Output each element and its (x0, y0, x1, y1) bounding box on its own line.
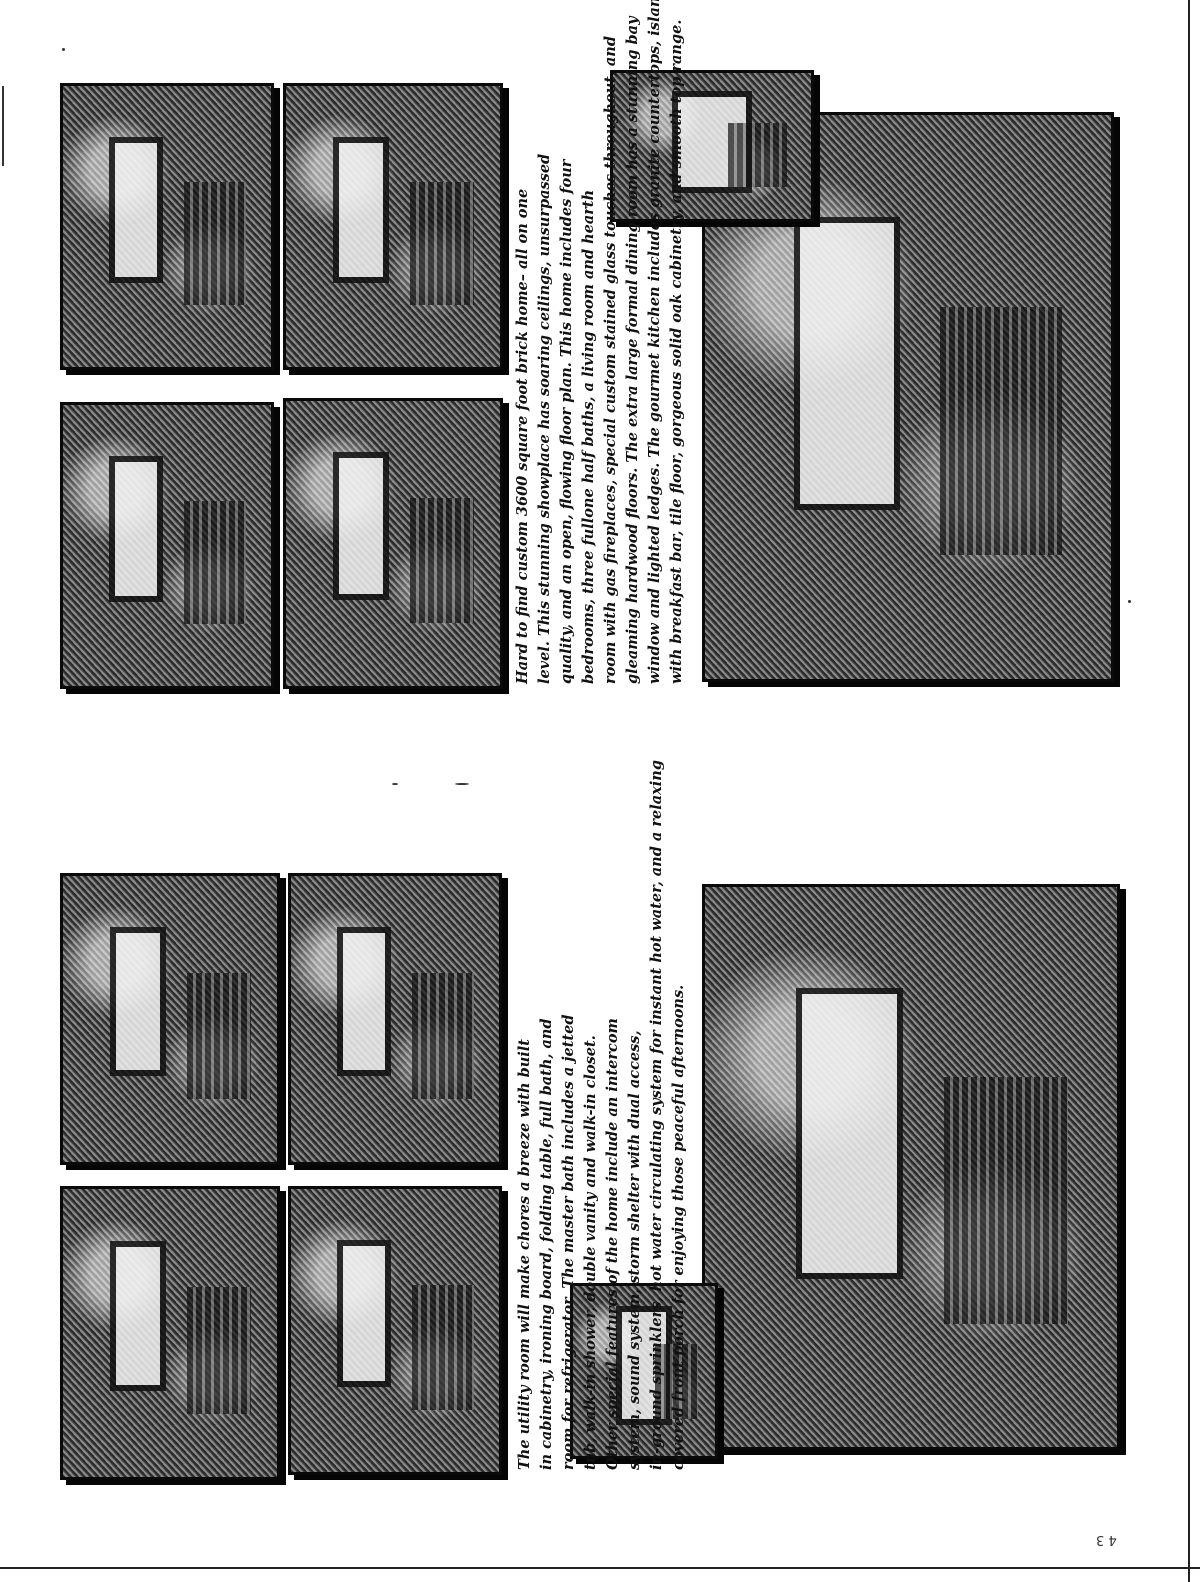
utility-room-photo (702, 884, 1120, 1450)
master-bath-photo (570, 1283, 718, 1459)
scan-speck (392, 783, 398, 785)
caption-line: room for refrigerator. The master bath i… (560, 1014, 577, 1470)
caption-line: gleaming hardwood floors. The extra larg… (624, 16, 641, 685)
caption-line: Hard to find custom 3600 square foot bri… (514, 188, 531, 684)
caption-line: The utility room will make chores a bree… (516, 1039, 533, 1470)
caption-line: Other special features of the home inclu… (604, 1018, 621, 1470)
living-room-photo (702, 112, 1114, 682)
scan-mark (2, 86, 4, 166)
bathroom-photo (60, 873, 280, 1165)
scan-speck (62, 48, 65, 51)
porch-photo (60, 1186, 280, 1480)
caption-line: with breakfast bar, tile floor, gorgeous… (668, 19, 685, 684)
closet-photo (288, 1186, 502, 1475)
page-edge (1188, 0, 1190, 1582)
caption-line: system, sound system, storm shelter with… (626, 1030, 643, 1470)
caption-line: covered front porch for enjoying those p… (670, 984, 687, 1470)
caption-line: level. This stunning showplace has soari… (536, 153, 553, 684)
hearth-room-photo (60, 83, 274, 370)
scan-speck (1128, 600, 1131, 603)
caption-line: window and lighted ledges. The gourmet k… (646, 0, 663, 684)
bedroom-photo (60, 402, 274, 689)
caption-line: in-ground sprinklers, hot water circulat… (648, 760, 665, 1470)
caption-line: tub, walk-in shower, double vanity and w… (582, 1035, 599, 1470)
page-edge (0, 1567, 1200, 1569)
lower-caption: The utility room will make chores a bree… (514, 760, 696, 1470)
upper-caption: Hard to find custom 3600 square foot bri… (512, 0, 696, 685)
kitchen-photo (283, 398, 503, 689)
stained-glass-door-photo (610, 70, 814, 222)
scan-speck (455, 783, 469, 785)
caption-line: quality, and an open, flowing floor plan… (558, 159, 575, 684)
caption-line: bedrooms, three fullone half baths, a li… (580, 189, 597, 684)
dining-room-photo (283, 83, 503, 370)
caption-line: in cabinetry, ironing board, folding tab… (538, 1018, 555, 1470)
caption-line: room with gas fireplaces, special custom… (602, 36, 619, 684)
hallway-photo (288, 873, 502, 1165)
page-number: 4 3 (1096, 1532, 1117, 1547)
